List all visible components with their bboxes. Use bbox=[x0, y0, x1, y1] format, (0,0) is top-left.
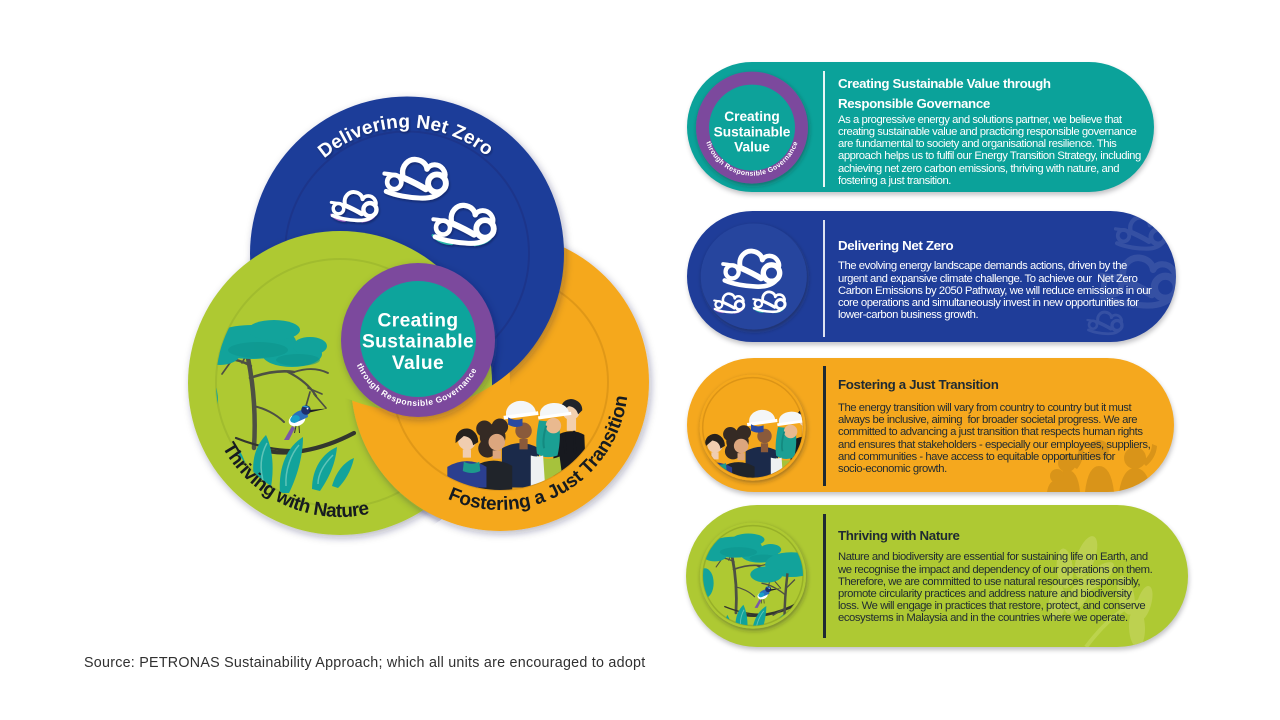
svg-text:Value: Value bbox=[734, 140, 770, 155]
svg-text:Value: Value bbox=[392, 353, 444, 374]
svg-text:Creating: Creating bbox=[724, 109, 780, 124]
svg-text:Sustainable: Sustainable bbox=[362, 332, 474, 353]
svg-text:Creating: Creating bbox=[377, 311, 458, 332]
svg-text:Sustainable: Sustainable bbox=[714, 124, 791, 139]
